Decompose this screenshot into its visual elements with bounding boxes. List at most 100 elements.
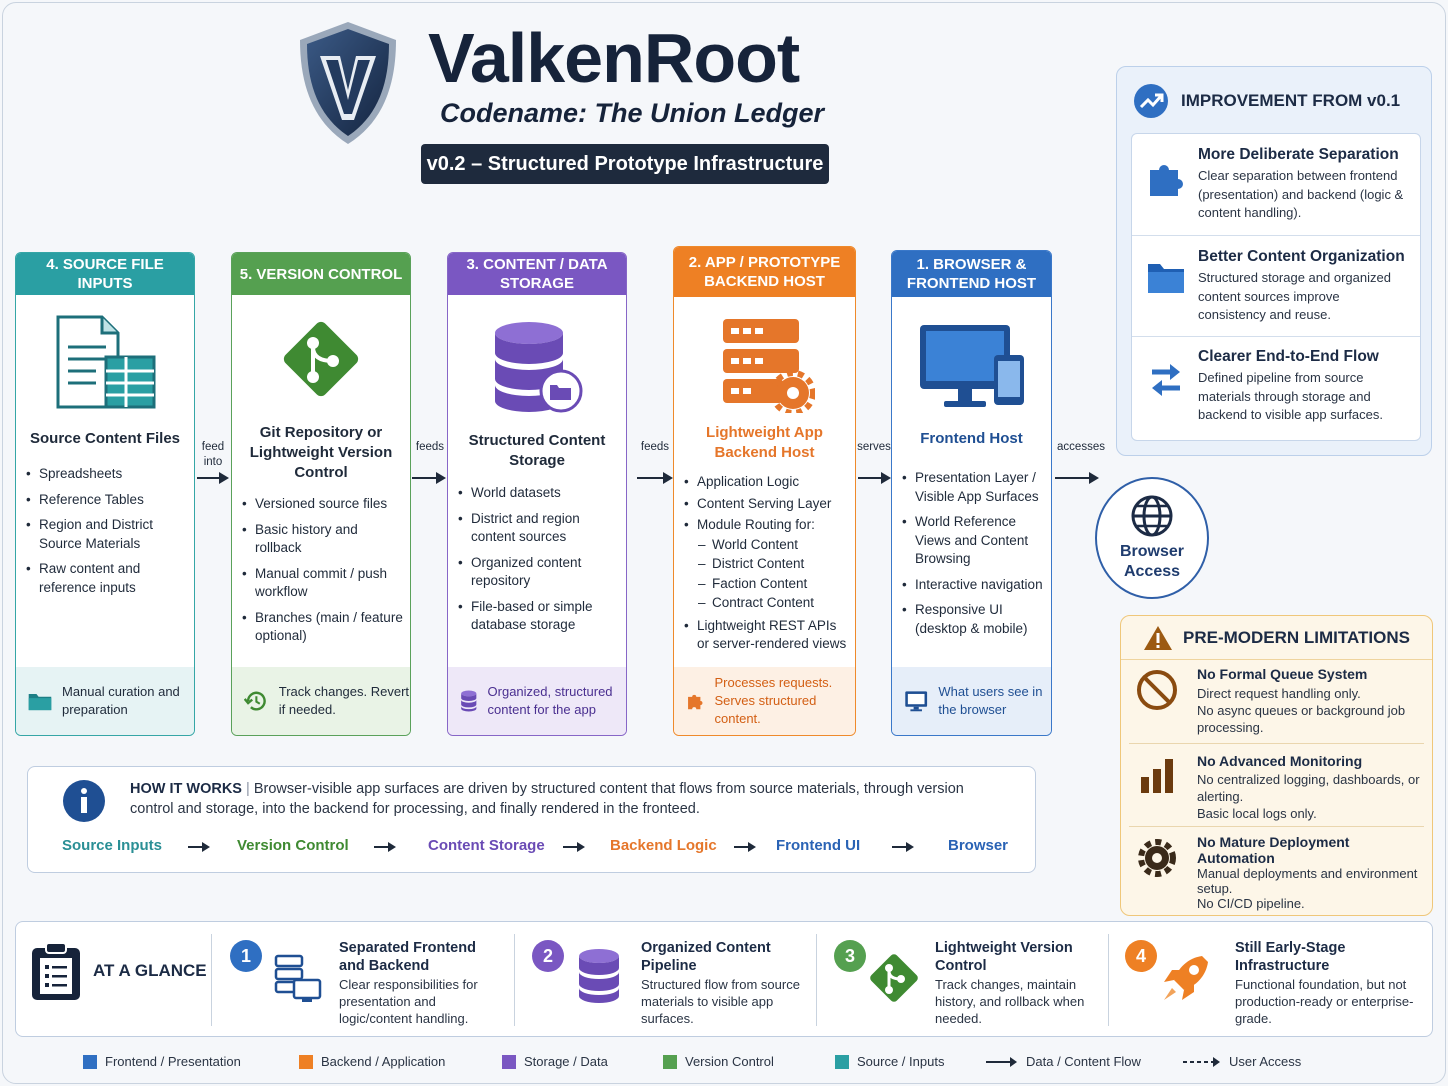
list-item: Region and District Source Materials <box>26 516 188 553</box>
git-icon <box>870 954 918 1002</box>
improvement-panel: IMPROVEMENT FROM v0.1 More Deliberate Se… <box>1116 66 1432 456</box>
browser-access-label: Browser Access <box>1119 543 1185 580</box>
app-subtitle: Codename: The Union Ledger <box>440 98 825 128</box>
no-entry-icon <box>1137 670 1177 710</box>
glance-desc: Clear responsibilities for presentation … <box>339 977 478 1026</box>
improvement-title: IMPROVEMENT FROM v0.1 <box>1181 91 1401 110</box>
list-item: World datasets <box>458 484 620 503</box>
column-title: Lightweight App Backend Host <box>706 424 823 461</box>
server-gear-icon <box>674 317 855 413</box>
history-icon <box>244 691 266 711</box>
bar-chart-icon <box>1141 759 1173 793</box>
limitations-panel: PRE-MODERN LIMITATIONS No Formal Queue S… <box>1120 615 1433 916</box>
column-header: 5. VERSION CONTROL <box>232 253 410 295</box>
at-a-glance-label: AT A GLANCE <box>93 961 207 980</box>
divider <box>211 934 212 1026</box>
column-footer: What users see in the browser <box>892 667 1051 735</box>
column-title: Structured Content Storage <box>468 432 606 469</box>
clipboard-icon <box>32 942 80 1000</box>
improvement-header: IMPROVEMENT FROM v0.1 <box>1133 83 1400 119</box>
shield-logo-icon <box>300 22 396 144</box>
column-footer: Organized, structured content for the ap… <box>448 667 626 735</box>
glance-desc: Structured flow from source materials to… <box>641 977 800 1026</box>
divider <box>1129 826 1424 827</box>
column-footer: Track changes. Revert if needed. <box>232 667 410 735</box>
divider <box>1132 336 1420 337</box>
puzzle-icon <box>688 694 703 710</box>
column-title: Source Content Files <box>29 430 181 447</box>
column-header: 3. CONTENT / DATA STORAGE <box>448 253 626 295</box>
puzzle-icon <box>1150 164 1183 196</box>
legend-label: User Access <box>1229 1054 1302 1069</box>
browser-access-node: Browser Access <box>1095 477 1209 599</box>
how-it-works-desc: Browser-visible app surfaces are driven … <box>130 781 964 817</box>
flow-arrow <box>892 842 914 852</box>
column-header: 1. BROWSER & FRONTEND HOST <box>892 251 1051 297</box>
gear-icon <box>1138 839 1176 877</box>
legend-label: Source / Inputs <box>857 1054 945 1069</box>
flow-arrow <box>637 472 673 484</box>
flow-arrow <box>858 472 891 484</box>
legend-item: Frontend / Presentation <box>83 1054 241 1069</box>
divider <box>816 934 817 1026</box>
legend-swatch <box>299 1054 313 1069</box>
glance-title: Organized Content Pipeline <box>641 940 771 974</box>
database-icon <box>461 690 477 712</box>
divider <box>1132 235 1420 236</box>
database-icon <box>448 319 626 419</box>
column-header: 4. SOURCE FILE INPUTS <box>16 253 194 295</box>
legend-item: Backend / Application <box>299 1054 445 1069</box>
flow-step: Backend Logic <box>610 837 717 854</box>
column-list: Versioned source files Basic history and… <box>242 495 404 653</box>
connector-label: serves <box>857 441 891 453</box>
improvement-item-title: Clearer End-to-End Flow <box>1198 348 1379 365</box>
limitation-desc: No centralized logging, dashboards, or a… <box>1197 772 1420 804</box>
footer-text: Organized, structured content for the ap… <box>487 684 613 717</box>
glance-number: 4 <box>1125 940 1157 972</box>
column-source-inputs: 4. SOURCE FILE INPUTS Source Content Fil… <box>15 252 195 736</box>
folder-icon <box>28 693 52 711</box>
list-subitem: Faction Content <box>684 575 849 594</box>
legend-swatch <box>663 1054 677 1069</box>
connector-label: feeds <box>415 441 445 453</box>
connector-label: feeds <box>640 441 670 453</box>
list-item: Basic history and rollback <box>242 521 404 558</box>
list-item: Content Serving Layer <box>684 495 849 514</box>
connector-label: feed into <box>201 441 225 468</box>
limitations-header: PRE-MODERN LIMITATIONS <box>1121 616 1432 660</box>
legend-label: Backend / Application <box>321 1054 446 1069</box>
legend-swatch <box>835 1054 849 1069</box>
info-icon <box>63 780 105 822</box>
limitation-title: No Mature Deployment Automation <box>1197 834 1350 866</box>
column-list: Application Logic Content Serving Layer … <box>684 473 849 661</box>
column-title: Frontend Host <box>920 430 1023 447</box>
limitation-desc: No async queues or background job proces… <box>1197 703 1406 735</box>
glance-title: Separated Frontend and Backend <box>339 940 476 974</box>
limitation-desc: No CI/CD pipeline. <box>1197 896 1305 911</box>
how-it-works-panel: HOW IT WORKS | Browser-visible app surfa… <box>27 766 1036 873</box>
glance-number: 3 <box>834 940 866 972</box>
limitation-desc: Manual deployments and environment setup… <box>1197 866 1418 896</box>
database-icon <box>579 949 619 1003</box>
glance-desc: Functional foundation, but not productio… <box>1235 977 1414 1026</box>
connector-label: accesses <box>1057 441 1105 453</box>
column-backend-host: 2. APP / PROTOTYPE BACKEND HOST Lightwei… <box>673 246 856 736</box>
footer-text: Manual curation and preparation <box>61 684 180 717</box>
limitation-title: No Formal Queue System <box>1197 666 1368 682</box>
glance-title: Still Early-Stage Infrastructure <box>1235 940 1346 974</box>
flow-step: Content Storage <box>428 837 545 854</box>
footer-text: Track changes. Revert if needed. <box>278 684 410 717</box>
monitor-icon <box>905 691 928 712</box>
improvement-item-desc: Clear separation between frontend (prese… <box>1198 168 1404 220</box>
list-item: Responsive UI (desktop & mobile) <box>902 601 1045 638</box>
globe-icon <box>1131 495 1173 537</box>
list-item: Presentation Layer / Visible App Surface… <box>902 469 1045 506</box>
limitation-desc: Basic local logs only. <box>1197 806 1317 821</box>
solid-arrow-icon <box>986 1056 1017 1067</box>
document-spreadsheet-icon <box>16 313 194 413</box>
